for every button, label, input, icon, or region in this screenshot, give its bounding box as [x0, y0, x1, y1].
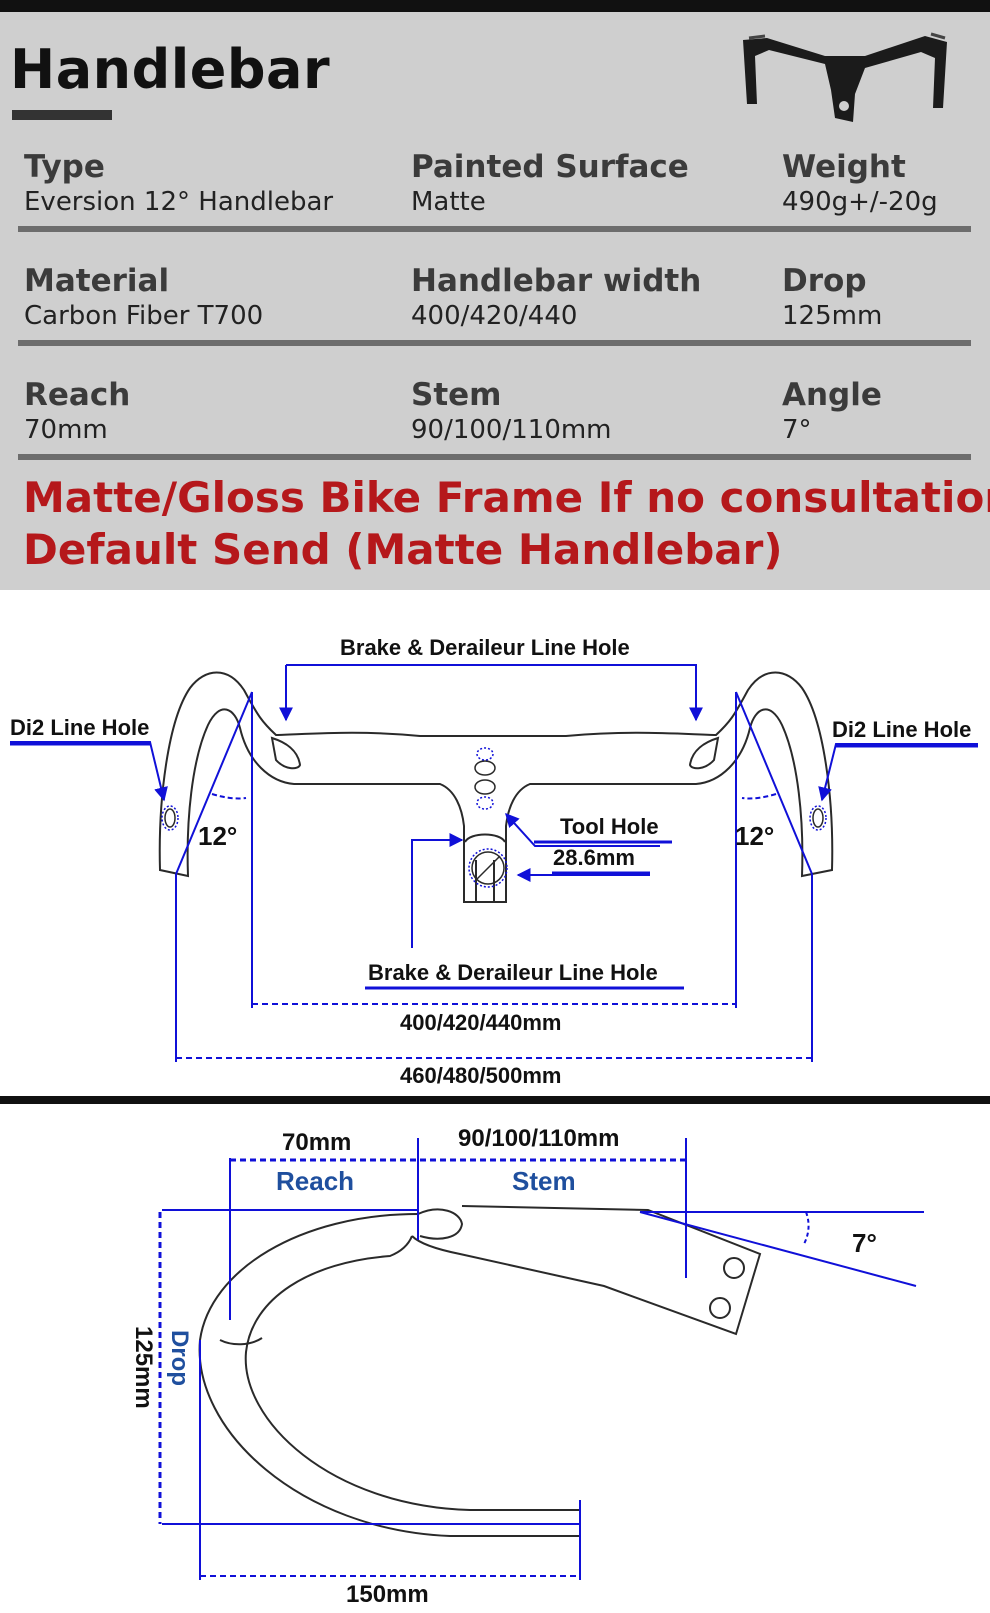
spec-value: Carbon Fiber T700: [24, 301, 264, 331]
spec-weight: Weight 490g+/-20g: [782, 148, 938, 218]
spec-handlebar-width: Handlebar width 400/420/440: [411, 262, 701, 332]
notice-line-1: Matte/Gloss Bike Frame If no consultatio…: [23, 473, 990, 522]
spec-label: Stem: [411, 377, 502, 413]
brake-line-hole-bottom-label: Brake & Deraileur Line Hole: [368, 960, 658, 985]
spec-value: 7°: [782, 415, 812, 445]
reach-value-label: 70mm: [282, 1129, 351, 1156]
tool-hole-label: Tool Hole: [560, 814, 659, 839]
drop-value-label: 125mm: [130, 1326, 157, 1409]
drop-label: Drop: [166, 1330, 193, 1386]
spec-value: 70mm: [24, 415, 108, 445]
page-title: Handlebar: [10, 38, 331, 101]
spec-reach: Reach 70mm: [24, 376, 130, 446]
row-divider: [18, 454, 971, 460]
spec-label: Material: [24, 263, 170, 299]
side-dimension-lines: [158, 1138, 924, 1580]
spec-value: Eversion 12° Handlebar: [24, 187, 334, 217]
section-divider: [0, 1096, 990, 1104]
spec-label: Drop: [782, 263, 867, 299]
title-underline: [12, 110, 112, 120]
angle-label: 7°: [852, 1228, 877, 1258]
spec-value: 90/100/110mm: [411, 415, 612, 445]
spec-material: Material Carbon Fiber T700: [24, 262, 263, 332]
spec-type: Type Eversion 12° Handlebar: [24, 148, 333, 218]
handlebar-thumbnail-icon: [743, 32, 947, 122]
stem-label: Stem: [512, 1166, 576, 1196]
spec-stem: Stem 90/100/110mm: [411, 376, 612, 446]
spec-value: 400/420/440: [411, 301, 578, 331]
handlebar-side-view-diagram: 70mm Reach 90/100/110mm Stem 7° 125mm Dr…: [130, 1125, 924, 1608]
clamp-diameter-label: 28.6mm: [553, 845, 635, 870]
spec-label: Type: [24, 149, 105, 185]
width-inner-label: 400/420/440mm: [400, 1010, 561, 1035]
flare-right-label: 12°: [735, 821, 774, 851]
di2-right-label: Di2 Line Hole: [832, 717, 971, 742]
notice-line-2: Default Send (Matte Handlebar): [23, 525, 783, 574]
top-border: [0, 0, 990, 12]
brake-line-hole-top-label: Brake & Deraileur Line Hole: [340, 635, 630, 660]
reach-label: Reach: [276, 1166, 354, 1196]
spec-label: Reach: [24, 377, 131, 413]
spec-painted-surface: Painted Surface Matte: [411, 148, 689, 218]
spec-label: Painted Surface: [411, 149, 689, 185]
stem-value-label: 90/100/110mm: [458, 1125, 619, 1152]
handlebar-top-view-diagram: Brake & Deraileur Line Hole Di2 Line Hol…: [10, 635, 978, 1088]
row-divider: [18, 340, 971, 346]
spec-label: Angle: [782, 377, 882, 413]
di2-left-label: Di2 Line Hole: [10, 715, 149, 740]
spec-value: 490g+/-20g: [782, 187, 938, 217]
dimension-lines: [10, 664, 978, 1062]
spec-value: 125mm: [782, 301, 883, 331]
spec-angle: Angle 7°: [782, 376, 882, 446]
spec-value: Matte: [411, 187, 486, 217]
handlebar-side-outline: [198, 1205, 762, 1540]
flare-left-label: 12°: [198, 821, 237, 851]
spec-row-2: Material Carbon Fiber T700 Handlebar wid…: [18, 262, 971, 346]
handlebar-holes: [161, 747, 827, 888]
spec-label: Handlebar width: [411, 263, 702, 299]
spec-row-1: Type Eversion 12° Handlebar Painted Surf…: [18, 148, 971, 232]
handlebar-top-outline: [158, 671, 834, 903]
spec-drop: Drop 125mm: [782, 262, 882, 332]
width-outer-label: 460/480/500mm: [400, 1063, 561, 1088]
spec-panel: [0, 12, 990, 590]
bottom-width-label: 150mm: [346, 1581, 429, 1608]
spec-row-3: Reach 70mm Stem 90/100/110mm Angle 7°: [18, 376, 971, 460]
row-divider: [18, 226, 971, 232]
spec-label: Weight: [782, 149, 906, 185]
